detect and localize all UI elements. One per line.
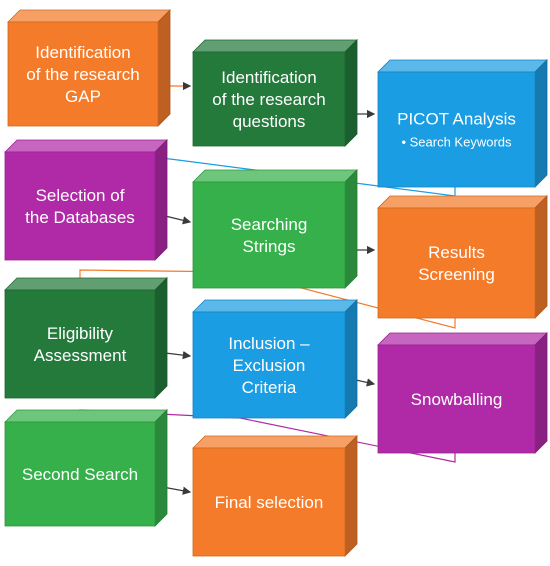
step-bullet-text: • Search Keywords (401, 135, 512, 150)
box-front-face (192, 51, 346, 147)
box-side-face (534, 59, 548, 188)
box-front-face (192, 447, 346, 557)
step-label-line: Strings (243, 237, 296, 256)
box-front-face (7, 21, 159, 127)
box-side-face (534, 332, 548, 454)
box-side-face (534, 195, 548, 319)
step-box-picot: PICOT Analysis • Search Keywords (377, 59, 548, 188)
box-front-face (192, 181, 346, 289)
step-label-line: the Databases (25, 208, 135, 227)
step-label-line: Searching (231, 215, 308, 234)
step-box-databases: Selection of the Databases (4, 139, 168, 261)
step-label-line: of the research (212, 90, 325, 109)
box-front-face (192, 311, 346, 419)
step-label-line: Results (428, 243, 485, 262)
step-box-second: Second Search (4, 409, 168, 527)
box-side-face (154, 139, 168, 261)
step-label-line: Eligibility (47, 324, 114, 343)
box-top-face (192, 435, 358, 449)
box-front-face (4, 289, 156, 399)
step-label-line: Screening (418, 265, 495, 284)
step-label-line: Identification (35, 43, 130, 62)
box-top-face (4, 409, 168, 423)
step-label-line: Assessment (34, 346, 127, 365)
step-label-line: Inclusion – (228, 334, 310, 353)
box-side-face (344, 169, 358, 289)
box-front-face (4, 151, 156, 261)
box-side-face (154, 409, 168, 527)
box-side-face (154, 277, 168, 399)
box-front-face (377, 71, 536, 188)
step-label-line: of the research (26, 65, 139, 84)
step-box-questions: Identification of the research questions (192, 39, 358, 147)
box-side-face (344, 435, 358, 557)
step-label-line: GAP (65, 87, 101, 106)
step-label-line: Identification (221, 68, 316, 87)
step-box-final: Final selection (192, 435, 358, 557)
box-top-face (192, 299, 358, 313)
box-side-face (344, 299, 358, 419)
step-label-line: Criteria (242, 378, 297, 397)
box-top-face (4, 139, 168, 153)
box-top-face (192, 169, 358, 183)
box-top-face (377, 59, 548, 73)
step-label-line: PICOT Analysis (397, 110, 516, 129)
step-label-line: Snowballing (411, 390, 503, 409)
box-top-face (377, 195, 548, 209)
step-box-snowballing: Snowballing (377, 332, 548, 454)
box-top-face (7, 9, 171, 23)
step-label-line: Final selection (215, 493, 324, 512)
step-label-line: Second Search (22, 465, 138, 484)
step-label-line: Selection of (36, 186, 125, 205)
box-front-face (377, 207, 536, 319)
box-front-face (377, 344, 536, 454)
step-label-line: questions (233, 112, 306, 131)
box-top-face (4, 277, 168, 291)
box-side-face (344, 39, 358, 147)
step-label-line: Exclusion (233, 356, 306, 375)
box-side-face (157, 9, 171, 127)
box-top-face (377, 332, 548, 346)
box-top-face (192, 39, 358, 53)
box-front-face (4, 421, 156, 527)
